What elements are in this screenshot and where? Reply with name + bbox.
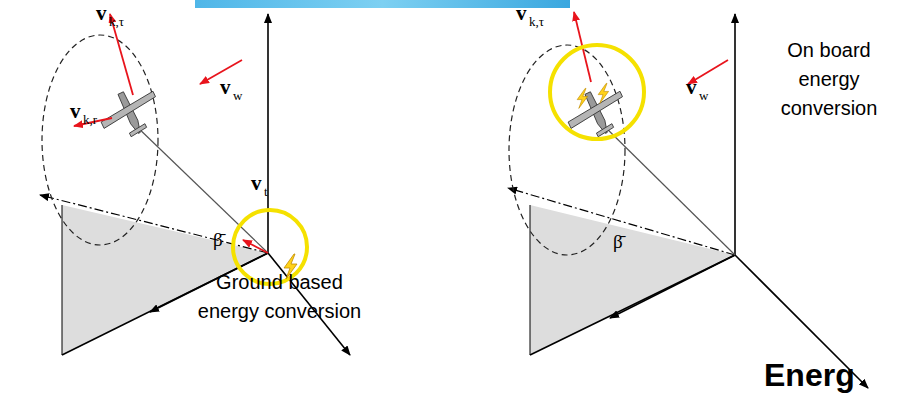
- vector-symbol: v: [516, 2, 527, 25]
- annotation-text: Ground based energy conversion: [192, 268, 367, 326]
- vector-subscript: w: [233, 89, 242, 103]
- vector-symbol: v: [220, 76, 231, 99]
- annotation-text: On board energy conversion: [768, 36, 890, 123]
- vector-subscript: k,τ: [529, 15, 544, 29]
- angle-symbol: β̄: [213, 230, 223, 251]
- heading-fragment: Energ: [764, 358, 855, 393]
- vector-symbol: v: [70, 100, 81, 123]
- vector-subscript: k,τ: [109, 15, 124, 29]
- vector-symbol: v: [686, 76, 697, 99]
- vector-subscript: k,r: [83, 113, 97, 127]
- vector-symbol: v: [251, 172, 262, 195]
- vector-subscript: t: [264, 185, 268, 199]
- vector-subscript: w: [699, 89, 708, 103]
- angle-symbol: β̄: [613, 232, 623, 253]
- vector-symbol: v: [96, 2, 107, 25]
